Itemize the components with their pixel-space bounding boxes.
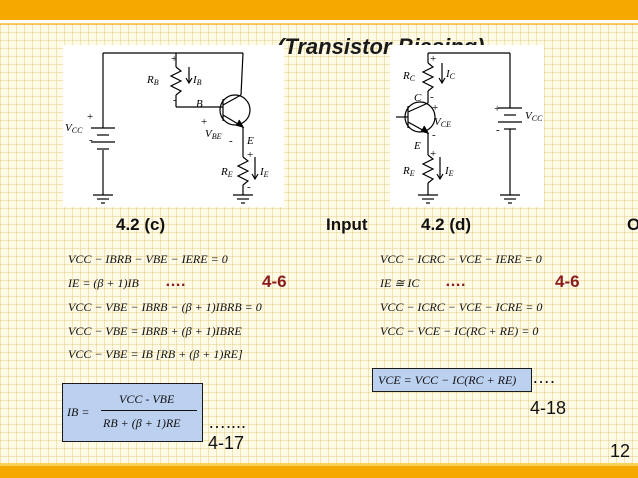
ie-label: IE	[259, 166, 269, 179]
rc-minus: -	[430, 91, 434, 103]
box-denominator: RB + (β + 1)RE	[103, 416, 181, 430]
bottom-accent-thin-bar	[0, 463, 638, 466]
right-equation-2-ref: 4-6	[555, 272, 580, 291]
ic-label: IC	[445, 68, 456, 81]
vcc-label: VCC	[65, 122, 83, 135]
right-equation-3: VCC − ICRC − VCE − ICRE = 0	[380, 300, 543, 314]
left-equation-5: VCC − VBE = IB [RB + (β + 1)RE]	[68, 347, 243, 361]
section-label-left: 4.2 (c)	[116, 215, 166, 234]
vcc-plus-right: +	[494, 103, 500, 115]
left-equation-3: VCC − VBE − IBRB − (β + 1)IBRB = 0	[68, 300, 262, 314]
fraction-bar	[101, 410, 197, 411]
vbe-label: VBE	[205, 128, 222, 141]
right-equation-4: VCC − VCE − IC(RC + RE) = 0	[380, 324, 539, 338]
top-accent-divider	[0, 20, 638, 23]
re-plus: +	[247, 149, 253, 161]
re-minus: -	[247, 181, 251, 193]
base-current-formula-box: IB = VCC - VBE RB + (β + 1)RE	[62, 383, 203, 442]
vbe-plus: +	[201, 116, 207, 128]
left-note-dots: …....	[208, 412, 247, 432]
right-circuit-diagram: + RC IC - C + VCE - E + RE IE + VCC -	[390, 45, 544, 207]
right-equation-2: IE ≅ IC	[380, 276, 420, 290]
vce-label: VCE	[434, 116, 451, 129]
right-circuit-svg: + RC IC - C + VCE - E + RE IE + VCC -	[396, 52, 543, 204]
left-circuit-diagram: RB IB + - B + VBE - E + RE IE - + VCC -	[63, 45, 284, 207]
section-label-input: Input	[326, 215, 368, 234]
emitter-label: E	[246, 135, 254, 147]
page-number: 12	[610, 441, 631, 461]
right-equation-1: VCC − ICRC − VCE − IERE = 0	[380, 252, 542, 266]
right-equation-2-dots: ….	[445, 273, 466, 290]
ib-label: IB	[192, 74, 202, 87]
vcc-label-right: VCC	[525, 110, 543, 123]
left-equation-2-dots: ….	[165, 273, 186, 290]
top-accent-bar	[0, 0, 638, 20]
vcc-minus-right: -	[496, 124, 500, 136]
rc-label: RC	[402, 70, 416, 83]
left-circuit-svg: RB IB + - B + VBE - E + RE IE - + VCC -	[65, 52, 269, 204]
emitter-label-right: E	[413, 140, 421, 152]
rb-label: RB	[146, 74, 159, 87]
left-equation-2-ref: 4-6	[262, 272, 287, 291]
bottom-accent-bar	[0, 466, 638, 478]
left-equation-2: IE = (β + 1)IB	[68, 276, 139, 290]
base-label: B	[196, 98, 203, 110]
rc-plus: +	[430, 53, 436, 65]
top-accent-thin-bar	[0, 23, 638, 25]
section-label-cut: O	[627, 215, 638, 234]
left-equation-1: VCC − IBRB − VBE − IERE = 0	[68, 252, 228, 266]
rb-plus: +	[171, 53, 177, 65]
box-lhs: IB =	[67, 405, 90, 419]
box-numerator: VCC - VBE	[119, 392, 175, 406]
right-note-ref: 4-18	[530, 398, 567, 418]
left-equation-4: VCC − VBE = IBRB + (β + 1)IBRE	[68, 324, 242, 338]
vbe-minus: -	[229, 135, 233, 147]
re-plus-right: +	[430, 148, 436, 160]
left-note-ref: 4-17	[208, 433, 245, 453]
re-label-right: RE	[402, 165, 415, 178]
vce-plus: +	[432, 102, 438, 114]
vce-formula-box: VCE = VCC − IC(RC + RE)	[372, 368, 532, 392]
ie-label-right: IE	[444, 165, 454, 178]
section-label-right: 4.2 (d)	[421, 215, 472, 234]
vcc-minus: -	[89, 134, 93, 146]
right-note-dots: ….	[532, 367, 556, 387]
rb-minus: -	[173, 94, 177, 106]
vce-formula-text: VCE = VCC − IC(RC + RE)	[378, 373, 517, 387]
re-label: RE	[220, 166, 233, 179]
collector-label: C	[414, 92, 422, 104]
vce-minus: -	[432, 129, 436, 141]
vcc-plus: +	[87, 111, 93, 123]
